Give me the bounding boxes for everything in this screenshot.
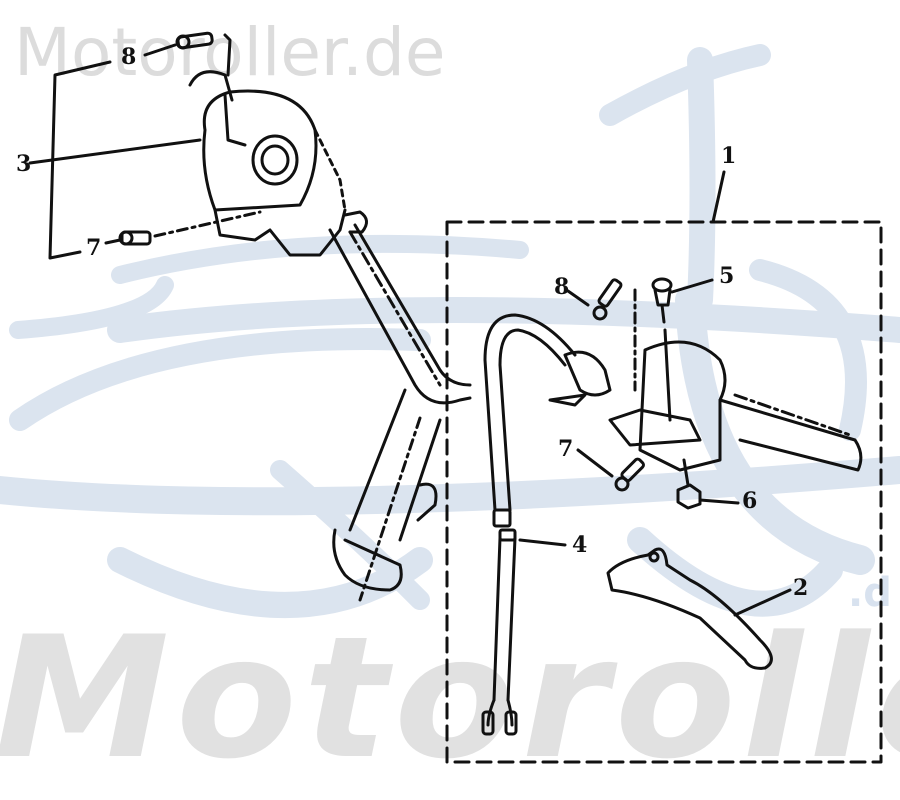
callout-7-right: 7 [558,436,574,462]
callout-6: 6 [742,488,758,514]
callout-3: 3 [16,151,32,177]
callout-8-left: 8 [121,44,137,70]
watermark-bottom-suffix: .d [848,570,892,616]
callout-7-left: 7 [86,235,102,261]
callout-8-right: 8 [554,274,570,300]
callout-5: 5 [719,263,735,289]
left-switch-housing [188,70,347,257]
callout-2: 2 [793,575,809,601]
callout-1: 1 [721,143,737,169]
callout-4: 4 [572,532,588,558]
